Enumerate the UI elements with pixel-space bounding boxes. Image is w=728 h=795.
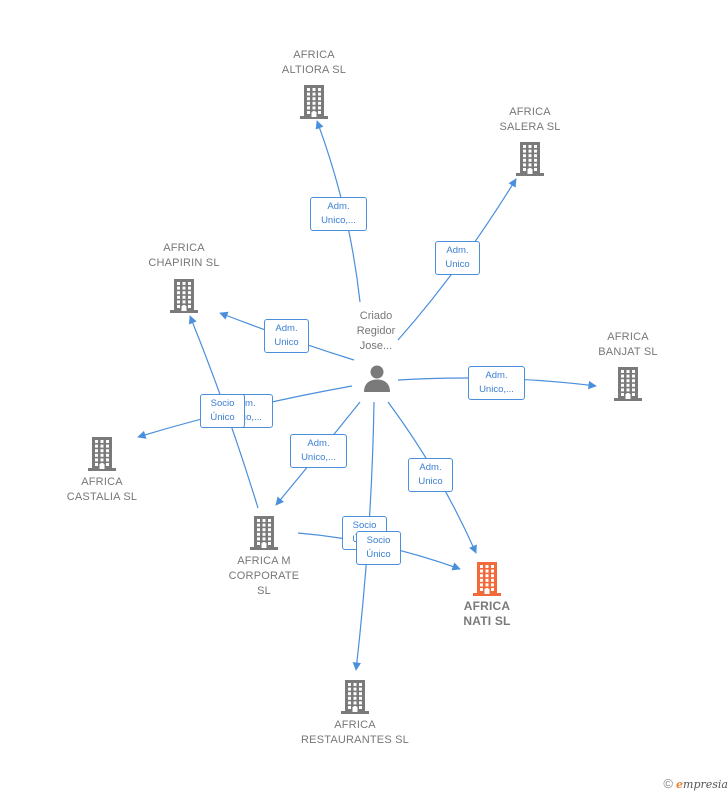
- company-label-chapirin[interactable]: AFRICA CHAPIRIN SL: [148, 242, 220, 269]
- company-label-castalia[interactable]: AFRICA CASTALIA SL: [66, 476, 138, 503]
- relation-label-nati: Adm. Unico: [408, 458, 453, 492]
- building-icon-salera[interactable]: [514, 141, 546, 177]
- brand-name: mpresia: [683, 778, 728, 791]
- building-icon-restaurantes[interactable]: [339, 679, 371, 715]
- relation-label-corp-nati: Socio Único: [356, 531, 401, 565]
- person-label: Criado Regidor Jose...: [356, 310, 396, 352]
- company-label-restaurantes[interactable]: AFRICA RESTAURANTES SL: [301, 719, 409, 746]
- building-icon-corporate[interactable]: [248, 515, 280, 551]
- company-label-nati[interactable]: AFRICA NATI SL: [463, 599, 511, 628]
- building-icon-banjat[interactable]: [612, 366, 644, 402]
- company-label-corporate[interactable]: AFRICA M CORPORATE SL: [228, 555, 300, 597]
- relation-label-banjat: Adm. Unico,...: [468, 366, 525, 400]
- footer-brand: © empresia: [663, 776, 728, 791]
- relation-label-altiora: Adm. Unico,...: [310, 197, 367, 231]
- company-label-altiora[interactable]: AFRICA ALTIORA SL: [281, 49, 347, 76]
- relation-label-corp-chapirin: Socio Único: [200, 394, 245, 428]
- building-icon-chapirin[interactable]: [168, 278, 200, 314]
- copyright-symbol: ©: [663, 776, 673, 791]
- person-icon: [364, 365, 390, 392]
- building-icon-nati[interactable]: [471, 561, 503, 597]
- brand-logo-e: e: [676, 778, 684, 791]
- company-label-salera[interactable]: AFRICA SALERA SL: [499, 106, 561, 133]
- company-label-banjat[interactable]: AFRICA BANJAT SL: [598, 331, 658, 358]
- relation-label-chapirin: Adm. Unico: [264, 319, 309, 353]
- relation-label-salera: Adm. Unico: [435, 241, 480, 275]
- relation-label-corporate: Adm. Unico,...: [290, 434, 347, 468]
- person-node[interactable]: [362, 363, 392, 393]
- building-icon-altiora[interactable]: [298, 84, 330, 120]
- building-icon-castalia[interactable]: [86, 436, 118, 472]
